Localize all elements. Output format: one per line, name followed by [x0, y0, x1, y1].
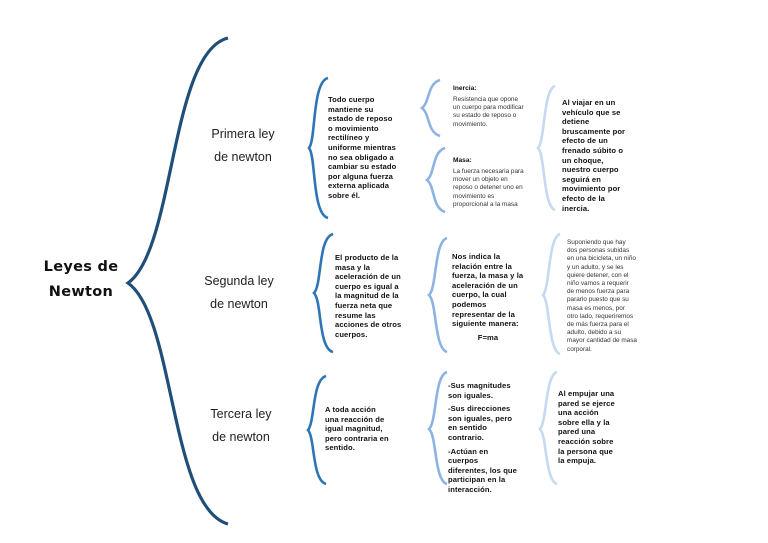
third-law-label-line-2: de newton [212, 430, 270, 444]
first-law-label: Primera ley de newton [200, 123, 286, 169]
second-law-definition: El producto de la masa y la aceleración … [335, 253, 402, 339]
mass-box: Masa: La fuerza necesaria para mover un … [453, 157, 525, 209]
third-points-box: -Sus magnitudes son iguales. -Sus direcc… [448, 381, 518, 495]
mass-text: La fuerza necesaria para mover un objeto… [453, 168, 524, 208]
first-law-label-line-1: Primera ley [211, 127, 275, 141]
inertia-text: Resistencia que opone un cuerpo para mod… [453, 96, 524, 128]
first-law-example: Al viajar en un vehículo que se detiene … [562, 98, 626, 213]
third-law-label-line-1: Tercera ley [210, 407, 272, 421]
first-law-brace [307, 76, 329, 220]
second-law-label-line-1: Segunda ley [204, 274, 274, 288]
first-law-definition: Todo cuerpo mantiene su estado de reposo… [328, 95, 397, 200]
third-law-definition: A toda acción una reacción de igual magn… [325, 405, 389, 453]
inertia-label: Inercia: [453, 85, 477, 92]
third-example-brace [538, 370, 558, 486]
first-law-label-line-2: de newton [214, 150, 272, 164]
title-line-1: Leyes de [43, 259, 119, 275]
title-line-2: Newton [48, 284, 114, 300]
inertia-box: Inercia: Resistencia que opone un cuerpo… [453, 85, 525, 129]
first-example-brace [536, 84, 556, 212]
third-law-example: Al empujar una pared se ejerce una acció… [558, 389, 615, 466]
main-brace [125, 36, 229, 526]
third-point-2: -Sus direcciones son iguales, pero en se… [448, 404, 513, 442]
third-points-brace [427, 370, 448, 486]
second-law-label-line-2: de newton [210, 297, 268, 311]
mass-label: Masa: [453, 157, 472, 164]
diagram-title: Leyes de Newton [38, 255, 124, 305]
second-law-example: Suponiendo que hay dos personas subidas … [567, 239, 637, 353]
second-example-brace [541, 232, 561, 356]
mass-brace [424, 146, 446, 214]
third-law-label: Tercera ley de newton [198, 403, 284, 449]
inertia-brace [419, 78, 441, 138]
newton-formula: F=ma [477, 332, 499, 342]
third-point-1: -Sus magnitudes son iguales. [448, 381, 511, 400]
second-relation-box: Nos indica la relación entre la fuerza, … [452, 252, 524, 342]
third-law-brace [306, 374, 327, 486]
second-law-label: Segunda ley de newton [196, 270, 282, 316]
second-relation-text: Nos indica la relación entre la fuerza, … [452, 252, 524, 329]
third-point-3: -Actúan en cuerpos diferentes, los que p… [448, 446, 517, 494]
second-relation-brace [427, 236, 448, 354]
second-law-brace [312, 232, 334, 354]
